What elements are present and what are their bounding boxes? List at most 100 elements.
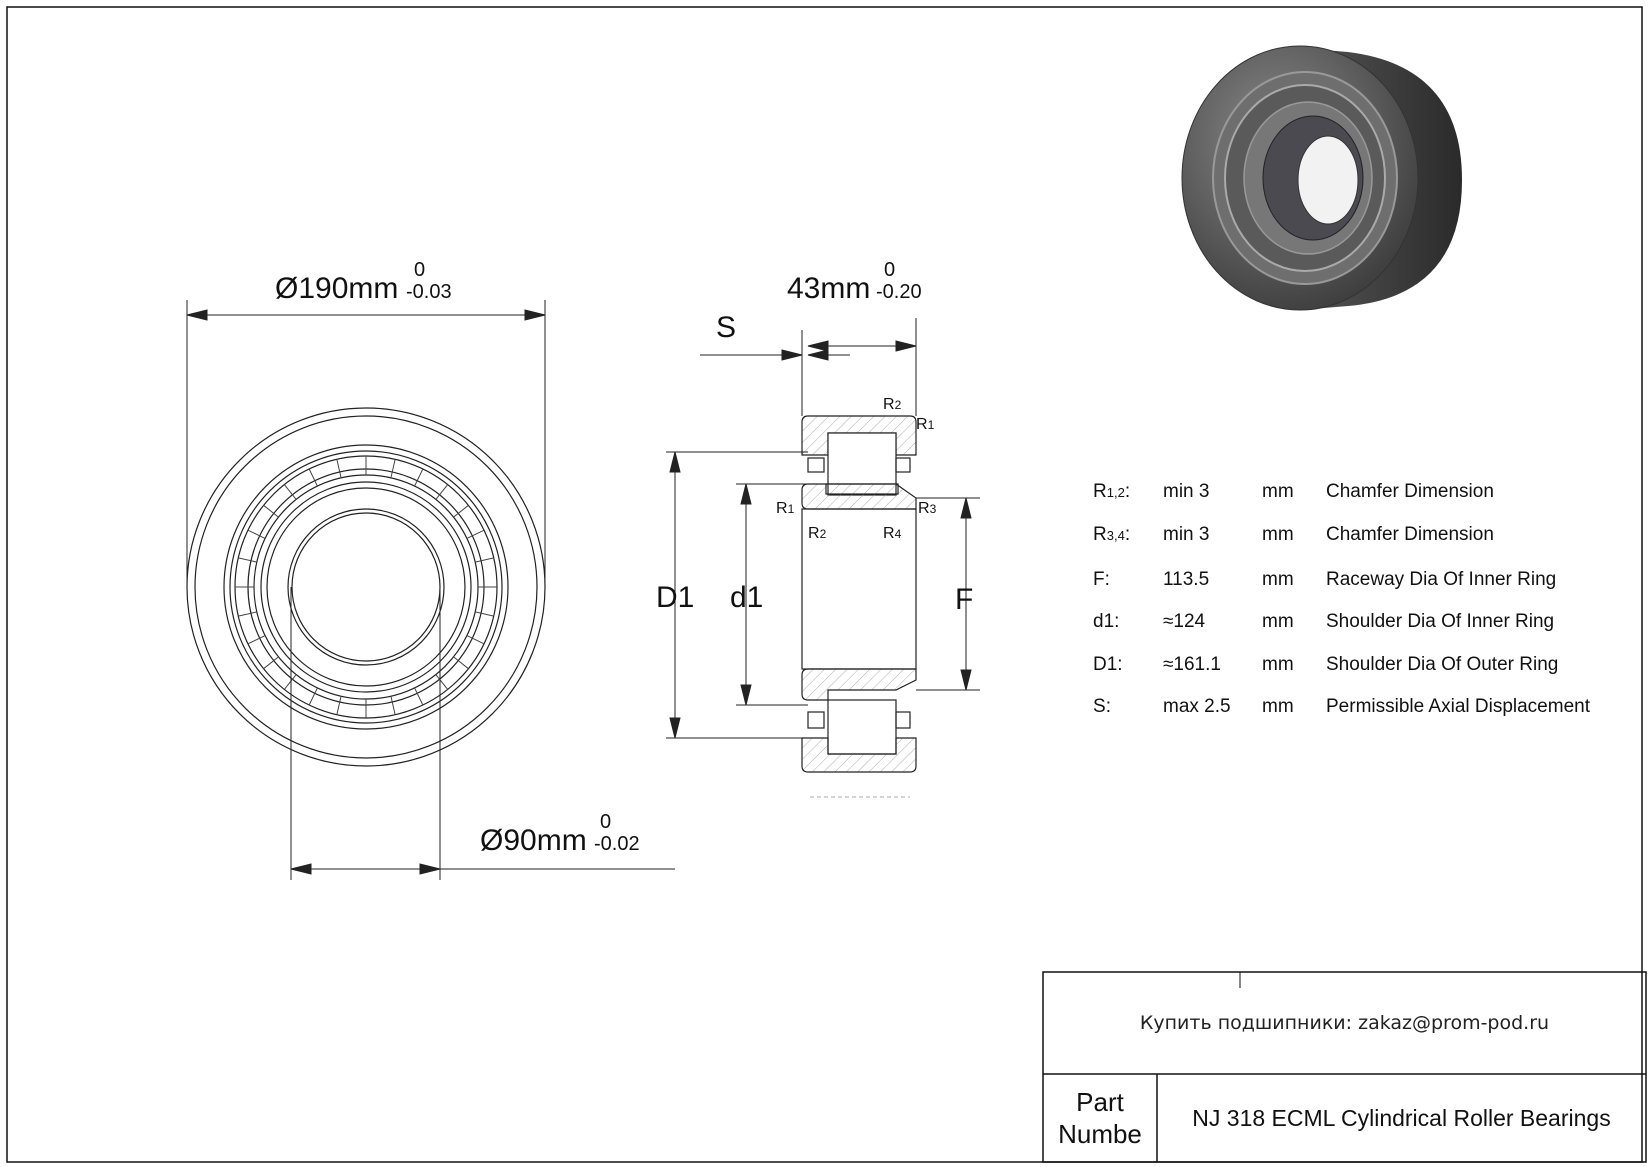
roller-tick bbox=[238, 611, 257, 617]
roller-cage bbox=[247, 468, 485, 706]
spec-symbol: F: bbox=[1093, 569, 1110, 590]
roller-tick bbox=[466, 529, 485, 539]
r4-sub: 4 bbox=[895, 527, 902, 541]
spec-value: ≈124 bbox=[1163, 611, 1206, 632]
spec-description: Shoulder Dia Of Inner Ring bbox=[1326, 611, 1555, 632]
spec-symbol: D1: bbox=[1093, 654, 1123, 675]
bore-diameter-lower-tol: -0.02 bbox=[594, 833, 640, 855]
roller-tick bbox=[247, 529, 266, 539]
roller-tick bbox=[435, 674, 449, 690]
roller-tick bbox=[308, 468, 318, 487]
roller-tick bbox=[466, 635, 485, 645]
r1-left-label: R bbox=[776, 500, 788, 517]
section-view bbox=[801, 415, 917, 798]
spec-value: ≈161.1 bbox=[1163, 654, 1221, 675]
radius-labels: R2 R1 R1 R2 R3 R4 bbox=[776, 396, 937, 542]
bearing-3d-render bbox=[1181, 45, 1462, 311]
roller-tick bbox=[283, 674, 297, 690]
spec-description: Raceway Dia Of Inner Ring bbox=[1326, 569, 1557, 590]
outer-diameter-upper-tol: 0 bbox=[414, 259, 425, 281]
roller-ticks bbox=[235, 456, 497, 718]
inner-ring-outline bbox=[266, 487, 466, 687]
width-lower-tol: -0.20 bbox=[876, 281, 922, 303]
roller-tick bbox=[390, 459, 396, 478]
inner-ring-bottom-section bbox=[801, 668, 917, 701]
spec-value: max 2.5 bbox=[1163, 696, 1231, 717]
spec-value: min 3 bbox=[1163, 481, 1210, 502]
spec-symbol: S: bbox=[1093, 696, 1111, 717]
spec-symbol: d1: bbox=[1093, 611, 1120, 632]
spec-description: Shoulder Dia Of Outer Ring bbox=[1326, 654, 1559, 675]
spec-value: 113.5 bbox=[1163, 569, 1210, 590]
r2-left-label: R bbox=[808, 525, 820, 542]
spec-unit: mm bbox=[1262, 481, 1294, 502]
roller-tick bbox=[475, 557, 494, 563]
spec-value: min 3 bbox=[1163, 524, 1210, 545]
roller-tick bbox=[475, 611, 494, 617]
roller-tick bbox=[263, 504, 279, 518]
drawing-frame bbox=[6, 6, 1643, 1163]
roller-tick bbox=[414, 687, 424, 706]
s-label: S bbox=[716, 311, 736, 344]
front-view bbox=[186, 407, 546, 767]
roller-tick bbox=[453, 656, 469, 670]
spec-description: Chamfer Dimension bbox=[1326, 524, 1494, 545]
svg-text:R4: R4 bbox=[883, 525, 902, 542]
roller-tick bbox=[238, 557, 257, 563]
roller-tick bbox=[308, 687, 318, 706]
r3-sub: 3 bbox=[930, 502, 937, 516]
r1-top-sub: 1 bbox=[928, 418, 935, 432]
svg-text:R1: R1 bbox=[776, 500, 795, 517]
inner-ring-top-section bbox=[801, 483, 917, 510]
spec-description: Permissible Axial Displacement bbox=[1326, 696, 1590, 717]
spec-description: Chamfer Dimension bbox=[1326, 481, 1494, 502]
r1-left-sub: 1 bbox=[788, 502, 795, 516]
roller-tick bbox=[247, 635, 266, 645]
spec-unit: mm bbox=[1262, 696, 1294, 717]
outer-ring-shoulder bbox=[223, 444, 509, 730]
bore-diameter-label: Ø90mm bbox=[480, 824, 587, 857]
bore-diameter-upper-tol: 0 bbox=[600, 811, 611, 833]
svg-text:R2: R2 bbox=[808, 525, 827, 542]
r2-top-label: R bbox=[883, 396, 895, 413]
contact-text: Купить подшипники: zakaz@prom-pod.ru bbox=[1139, 1012, 1550, 1034]
svg-text:R3: R3 bbox=[918, 500, 937, 517]
spec-unit: mm bbox=[1262, 654, 1294, 675]
svg-text:R1: R1 bbox=[916, 416, 935, 433]
part-label-line2: Numbe bbox=[1058, 1119, 1142, 1149]
roller-tick bbox=[414, 468, 424, 487]
roller-tick bbox=[435, 484, 449, 500]
part-label-line1: Part bbox=[1076, 1087, 1124, 1117]
spec-symbol: R1,2: bbox=[1093, 481, 1131, 502]
svg-text:R2: R2 bbox=[883, 396, 902, 413]
f-label: F bbox=[955, 583, 973, 616]
r2-left-sub: 2 bbox=[820, 527, 827, 541]
roller-tick bbox=[390, 696, 396, 715]
spec-unit: mm bbox=[1262, 524, 1294, 545]
roller-tick bbox=[283, 484, 297, 500]
width-label: 43mm bbox=[787, 272, 870, 305]
roller-tick bbox=[263, 656, 279, 670]
spec-symbol: R3,4: bbox=[1093, 524, 1131, 545]
roller-tick bbox=[453, 504, 469, 518]
bore-outline bbox=[287, 508, 445, 666]
d1-inner-label: d1 bbox=[730, 581, 763, 614]
r1-top-label: R bbox=[916, 416, 928, 433]
roller-tick bbox=[336, 459, 342, 478]
roller-bottom bbox=[827, 699, 897, 755]
part-name: NJ 318 ECML Cylindrical Roller Bearings bbox=[1192, 1104, 1611, 1131]
outer-diameter-lower-tol: -0.03 bbox=[406, 281, 452, 303]
outer-ring-bottom-section bbox=[801, 737, 917, 773]
front-dimensions bbox=[186, 300, 675, 880]
outer-diameter-label: Ø190mm bbox=[275, 272, 398, 305]
r4-label: R bbox=[883, 525, 895, 542]
r2-top-sub: 2 bbox=[895, 398, 902, 412]
part-number-label: Part Numbe bbox=[1043, 1074, 1157, 1162]
title-block-frame bbox=[1042, 971, 1647, 1163]
r3-label: R bbox=[918, 500, 930, 517]
d1-outer-label: D1 bbox=[656, 581, 694, 614]
roller-tick bbox=[336, 696, 342, 715]
section-dimensions bbox=[666, 318, 980, 739]
width-upper-tol: 0 bbox=[884, 259, 895, 281]
